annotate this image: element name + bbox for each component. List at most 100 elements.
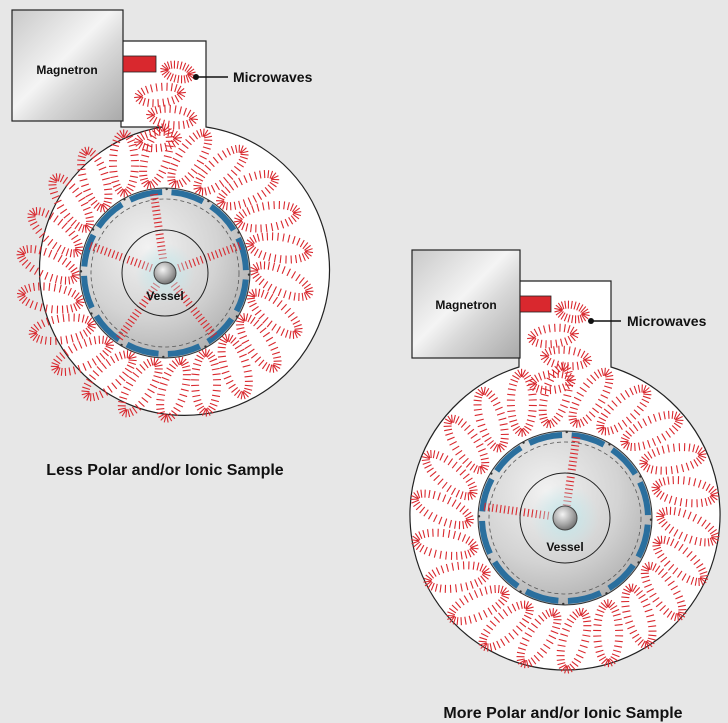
- wave-hatch: [303, 292, 308, 301]
- wave-hatch: [569, 334, 576, 342]
- wave-hatch: [569, 663, 576, 671]
- wave-hatch: [245, 242, 254, 246]
- wave-hatch: [439, 452, 444, 461]
- wave-hatch: [470, 547, 479, 550]
- wave-hatch: [93, 202, 100, 209]
- wave-hatch: [527, 659, 533, 667]
- wave-hatch: [250, 246, 257, 254]
- microwave-loops: [16, 60, 314, 423]
- rotor-segment: [494, 445, 523, 473]
- beam-hatch: [571, 440, 580, 443]
- wave-hatch: [498, 444, 502, 453]
- wave-hatch: [60, 367, 63, 376]
- wave-hatch: [191, 373, 200, 376]
- wave-hatch: [567, 314, 571, 323]
- beam-hatch: [507, 506, 510, 515]
- wave-hatch: [468, 592, 474, 601]
- wave-hatch: [642, 418, 648, 426]
- wave-hatch: [154, 360, 162, 367]
- wave-hatch: [525, 611, 534, 616]
- wave-hatch: [670, 612, 675, 620]
- wave-hatch: [630, 442, 633, 451]
- rotor-segment: [206, 317, 235, 345]
- wave-hatch: [111, 179, 120, 184]
- wave-hatch: [102, 203, 109, 211]
- wave-hatch: [162, 160, 171, 164]
- wave-hatch: [124, 188, 132, 195]
- wave-hatch: [605, 381, 614, 385]
- wave-hatch: [583, 359, 591, 366]
- wave-hatch: [209, 402, 218, 407]
- wave-hatch: [218, 360, 227, 364]
- wave-hatch: [125, 409, 128, 418]
- wave-hatch: [194, 402, 203, 407]
- wave-hatch: [508, 383, 517, 387]
- wave-hatch: [473, 614, 478, 623]
- wave-hatch: [141, 397, 149, 403]
- beam-hatch: [226, 246, 230, 255]
- wave-hatch: [233, 165, 241, 172]
- wave-hatch: [94, 156, 102, 163]
- wave-hatch: [668, 526, 675, 534]
- wave-hatch: [39, 269, 44, 278]
- wave-hatch: [167, 128, 170, 137]
- wave-hatch: [255, 275, 262, 283]
- wave-hatch: [663, 535, 666, 544]
- wave-hatch: [577, 419, 581, 428]
- wave-hatch: [269, 170, 274, 179]
- wave-hatch: [227, 333, 230, 342]
- wave-hatch: [121, 409, 127, 417]
- wave-hatch: [29, 300, 34, 309]
- wave-hatch: [193, 164, 202, 170]
- wave-hatch: [126, 186, 134, 192]
- wave-hatch: [117, 407, 127, 411]
- wave-hatch: [168, 141, 172, 150]
- wave-hatch: [148, 129, 152, 138]
- wave-hatch: [88, 337, 92, 346]
- wave-hatch: [105, 358, 112, 366]
- wave-hatch: [558, 664, 567, 669]
- wave-hatch: [685, 462, 690, 471]
- wave-hatch: [100, 362, 107, 370]
- wave-hatch: [693, 459, 699, 467]
- wave-hatch: [162, 119, 165, 128]
- wave-hatch: [272, 364, 281, 370]
- wave-hatch: [33, 267, 39, 275]
- beam-hatch: [149, 193, 159, 196]
- wave-hatch: [147, 98, 150, 107]
- wave-hatch: [670, 466, 673, 475]
- wave-hatch: [486, 390, 493, 397]
- wave-hatch: [122, 371, 130, 378]
- wave-hatch: [264, 187, 271, 194]
- wave-hatch: [624, 390, 630, 398]
- wave-hatch: [70, 304, 74, 313]
- wave-hatch: [266, 320, 273, 328]
- wave-hatch: [150, 84, 153, 93]
- magnetron-box: [411, 249, 521, 359]
- wave-hatch: [623, 441, 629, 449]
- wave-hatch: [74, 248, 82, 255]
- beam-hatch: [118, 252, 123, 261]
- wave-hatch: [119, 396, 128, 400]
- wave-hatch: [111, 143, 120, 147]
- wave-hatch: [480, 642, 488, 649]
- wave-hatch: [595, 649, 604, 653]
- wave-hatch: [70, 334, 74, 343]
- wave-hatch: [174, 105, 177, 114]
- wave-hatch: [204, 187, 207, 196]
- wave-hatch: [672, 567, 679, 575]
- beam-hatch: [210, 332, 218, 339]
- rotor-segment: [635, 524, 651, 559]
- wave-hatch: [56, 204, 65, 210]
- wave-hatch: [500, 440, 509, 444]
- wave-hatch: [523, 614, 532, 620]
- wave-hatch: [231, 386, 239, 393]
- wave-hatch: [164, 150, 173, 153]
- wave-hatch: [290, 316, 298, 322]
- wave-hatch: [242, 390, 249, 398]
- wave-hatch: [155, 83, 158, 92]
- wave-hatch: [128, 356, 137, 360]
- wave-hatch: [663, 608, 670, 615]
- wave-hatch: [139, 364, 146, 371]
- wave-hatch: [643, 463, 649, 471]
